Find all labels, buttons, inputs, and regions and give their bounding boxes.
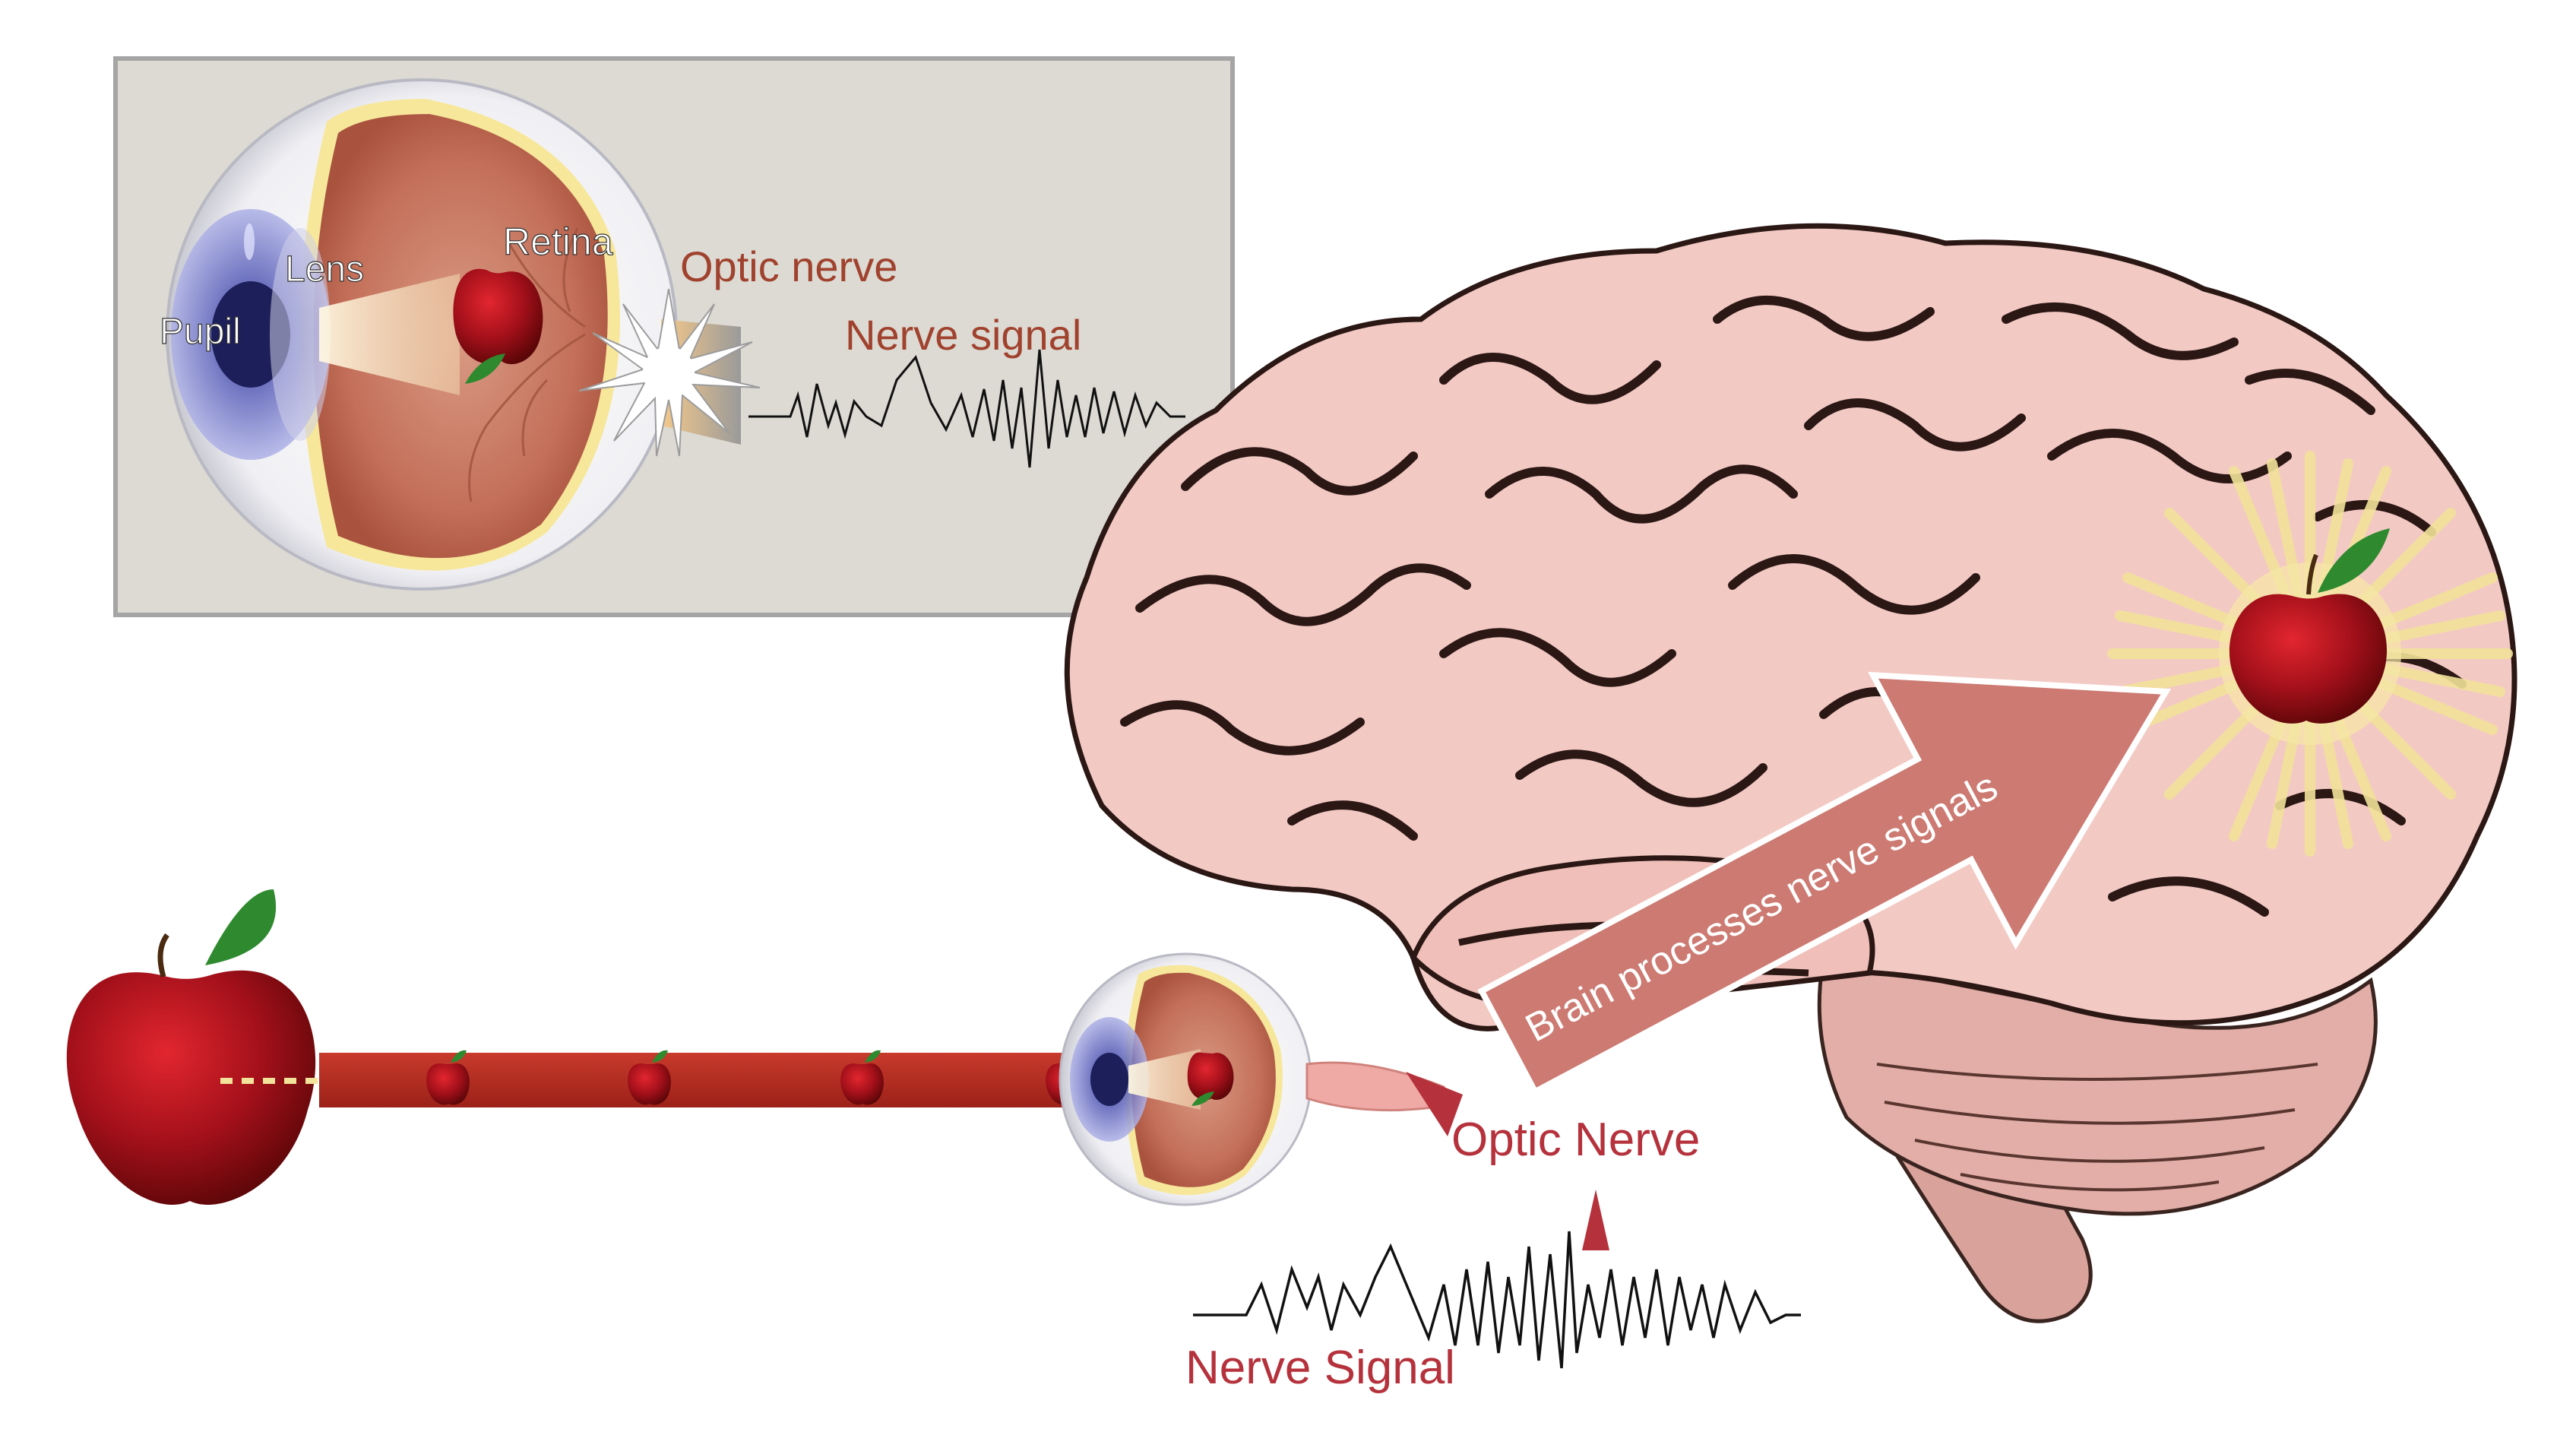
pupil-label: Pupil bbox=[160, 312, 241, 352]
brain-icon bbox=[1064, 223, 2517, 1323]
iris-highlight bbox=[244, 223, 255, 260]
apple-icon bbox=[840, 1050, 884, 1105]
inset-panel: Pupil Lens Retina Optic nerve Nerve sign… bbox=[113, 56, 1235, 617]
optic-nerve-pointer bbox=[1406, 1072, 1463, 1136]
lens-label: Lens bbox=[285, 249, 364, 290]
apple-icon bbox=[426, 1050, 470, 1105]
main-nerve-signal-label: Nerve Signal bbox=[1185, 1342, 1455, 1394]
eye-icon bbox=[166, 78, 678, 591]
cerebellum-folds bbox=[1876, 1063, 2318, 1192]
light-cone bbox=[319, 274, 460, 395]
pupil bbox=[211, 281, 290, 388]
apple-icon bbox=[2229, 528, 2390, 724]
retina-label: Retina bbox=[503, 220, 613, 263]
inset-nerve-signal-wave bbox=[748, 349, 1185, 468]
apple-icon bbox=[66, 889, 316, 1205]
nerve-signal-pointer bbox=[1582, 1190, 1609, 1250]
optic-nerve-label: Optic nerve bbox=[680, 242, 897, 290]
apple-icon bbox=[453, 268, 543, 384]
eye-icon bbox=[1059, 952, 1312, 1206]
apple-icon bbox=[628, 1050, 671, 1105]
starburst-icon bbox=[578, 288, 761, 457]
nerve-signal-label: Nerve signal bbox=[845, 311, 1081, 359]
brain-processes-arrow bbox=[1477, 671, 2172, 1096]
blood-vessels bbox=[468, 227, 586, 502]
brain-gyri bbox=[1120, 296, 2467, 917]
lens bbox=[270, 228, 331, 441]
main-nerve-signal-wave bbox=[1193, 1231, 1801, 1369]
main-optic-nerve-label: Optic Nerve bbox=[1451, 1114, 1700, 1166]
